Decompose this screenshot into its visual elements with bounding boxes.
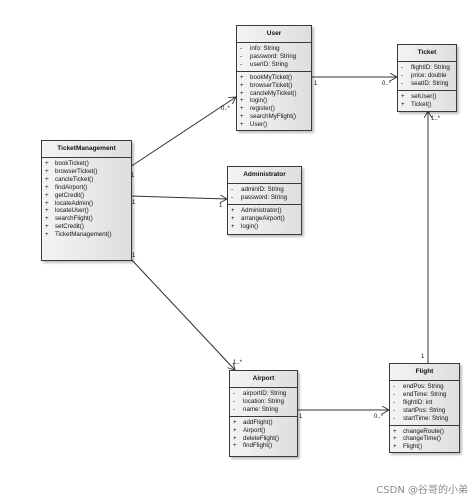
class-flight-title: Flight — [390, 364, 459, 381]
mult-tm-user-target: 0..* — [221, 106, 231, 112]
operation-row: +searchFlight() — [45, 215, 93, 223]
operation-row: +cancleTicket() — [45, 175, 94, 183]
operation-row: +searchMyFlight() — [240, 113, 297, 121]
class-ticket-management-title: TicketManagement — [42, 141, 131, 158]
mult-tm-airport-source: 1 — [132, 253, 136, 259]
class-user-attributes: -info: String -password: String -userID:… — [237, 43, 311, 71]
class-ticket-title: Ticket — [398, 45, 456, 62]
attribute-row: -adminID: String — [231, 186, 284, 193]
class-ticket-management-operations: +bookTicket() +browserTicket() +cancleTi… — [42, 158, 131, 241]
class-user[interactable]: User -info: String -password: String -us… — [236, 25, 312, 131]
operation-row: +setCredit() — [45, 223, 84, 231]
operation-row: +browserTicket() — [45, 167, 98, 175]
operation-row: +addFlight() — [233, 418, 273, 426]
class-ticket-management[interactable]: TicketManagement +bookTicket() +browserT… — [41, 140, 132, 261]
association-tm-airport — [129, 257, 235, 370]
attribute-row: -userID: String — [240, 60, 288, 68]
class-user-operations: +bookMyTicket() +browserTicket() +cancle… — [237, 70, 311, 131]
mult-airport-flight-target: 0..* — [374, 414, 384, 420]
operation-row: +getCredit() — [45, 191, 85, 199]
attribute-row: -flightID: String — [401, 64, 450, 71]
attribute-row: -airportID: String — [233, 390, 287, 397]
mult-tm-admin-target: 1 — [219, 203, 223, 209]
operation-row: +bookTicket() — [45, 160, 89, 167]
class-administrator-attributes: -adminID: String -password: String — [228, 184, 301, 204]
class-administrator[interactable]: Administrator -adminID: String -password… — [227, 166, 302, 235]
attribute-row: -price: double — [401, 71, 447, 79]
operation-row: +login() — [240, 97, 268, 105]
class-airport-attributes: -airportID: String -location: String -na… — [230, 388, 297, 416]
attribute-row: -startTime: String — [393, 414, 449, 422]
mult-user-ticket-target: 0..* — [382, 81, 392, 87]
class-flight[interactable]: Flight -endPos: String -endTime: String … — [389, 363, 460, 453]
operation-row: +changeTime() — [393, 435, 441, 443]
mult-tm-user-source: 1 — [131, 173, 135, 179]
attribute-row: -location: String — [233, 397, 284, 405]
operation-row: +deleteFlight() — [233, 434, 280, 442]
class-flight-operations: +changeRoute() +changeTime() +Flight() — [390, 424, 459, 454]
attribute-row: -endPos: String — [393, 383, 444, 390]
operation-row: +locateUser() — [45, 207, 89, 215]
attribute-row: -info: String — [240, 45, 280, 52]
attribute-row: -password: String — [240, 52, 297, 60]
mult-user-ticket-source: 1 — [314, 81, 318, 87]
operation-row: +locateAdmin() — [45, 199, 94, 207]
operation-row: +Ticket() — [401, 100, 432, 108]
mult-flight-ticket-source: 1 — [421, 354, 425, 360]
class-ticket[interactable]: Ticket -flightID: String -price: double … — [397, 44, 457, 112]
operation-row: +User() — [240, 121, 268, 129]
mult-flight-ticket-target: 1..* — [431, 116, 441, 122]
operation-row: +Airport() — [233, 426, 266, 434]
operation-row: +changeRoute() — [393, 427, 444, 435]
attribute-row: -name: String — [233, 405, 279, 413]
attribute-row: -password: String — [231, 193, 288, 201]
class-administrator-operations: +Administrator() +arrangeAirport() +logi… — [228, 203, 301, 233]
association-tm-user — [129, 97, 236, 168]
class-airport-operations: +addFlight() +Airport() +deleteFlight() … — [230, 415, 297, 453]
attribute-row: -startPos: String — [393, 406, 446, 414]
class-administrator-title: Administrator — [228, 167, 301, 184]
operation-row: +arrangeAirport() — [231, 214, 285, 222]
operation-row: +TicketManagement() — [45, 231, 112, 239]
operation-row: +Administrator() — [231, 206, 282, 214]
association-tm-admin — [129, 196, 227, 199]
attribute-row: -endTime: String — [393, 390, 447, 398]
operation-row: +cancleMyTicket() — [240, 89, 297, 97]
operation-row: +findFlight() — [233, 442, 273, 450]
attribute-row: -seatID: String — [401, 79, 449, 87]
attribute-row: -flightID: int — [393, 398, 433, 406]
class-airport[interactable]: Airport -airportID: String -location: St… — [229, 370, 298, 457]
operation-row: +browserTicket() — [240, 81, 293, 89]
class-airport-title: Airport — [230, 371, 297, 388]
class-ticket-attributes: -flightID: String -price: double -seatID… — [398, 62, 456, 90]
class-user-title: User — [237, 26, 311, 43]
operation-row: +register() — [240, 105, 275, 113]
mult-airport-flight-source: 1 — [299, 414, 303, 420]
operation-row: +bookMyTicket() — [240, 73, 293, 81]
operation-row: +Flight() — [393, 443, 423, 451]
operation-row: +login() — [231, 222, 259, 230]
watermark: CSDN @谷哥的小弟 — [376, 485, 468, 496]
mult-tm-airport-target: 1..* — [233, 360, 243, 366]
operation-row: +setUser() — [401, 92, 437, 100]
operation-row: +findAirport() — [45, 183, 88, 191]
class-flight-attributes: -endPos: String -endTime: String -flight… — [390, 381, 459, 425]
mult-tm-admin-source: 1 — [132, 200, 136, 206]
class-ticket-operations: +setUser() +Ticket() — [398, 89, 456, 111]
